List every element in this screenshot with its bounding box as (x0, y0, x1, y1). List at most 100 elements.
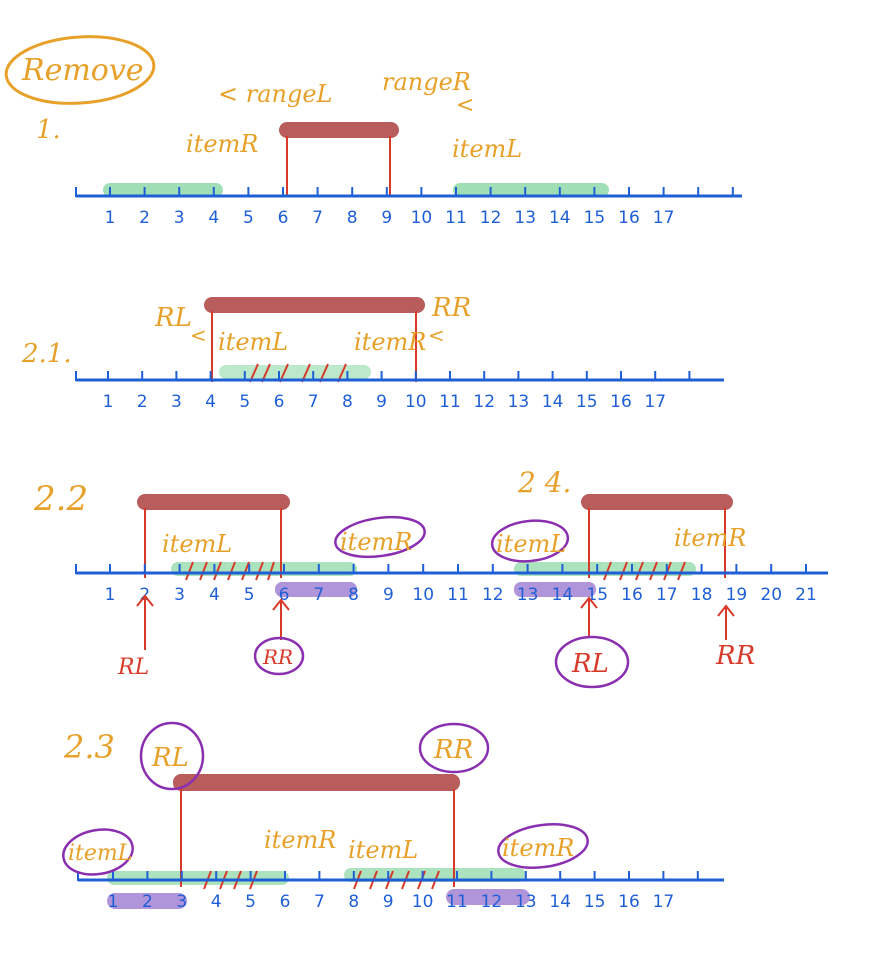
tick-label: 12 (473, 392, 495, 412)
tick-label: 10 (412, 892, 434, 912)
tick-label: 11 (445, 208, 467, 228)
tick-label: 13 (515, 892, 537, 912)
label-itemL-left: itemL (162, 530, 232, 558)
tick-label: 9 (383, 892, 394, 912)
circle-RL-right (554, 635, 630, 689)
tick-label: 7 (308, 392, 319, 412)
title-group: Remove (4, 35, 156, 105)
label-rangeR: rangeR (382, 68, 471, 96)
arrowhead-RL-right (580, 596, 598, 609)
range-bar-right (581, 494, 733, 510)
label-itemL-right: itemL (496, 530, 566, 558)
tick-label: 6 (280, 892, 291, 912)
panel-2-4-label: 2 4. (517, 466, 571, 499)
tick-label: 5 (239, 392, 250, 412)
label-RR: RR (431, 293, 471, 323)
tick-label: 2 (137, 392, 148, 412)
circle-itemL-right (490, 519, 570, 563)
tick-label: 3 (174, 208, 185, 228)
tick-label: 11 (439, 392, 461, 412)
tick-label: 2 (139, 208, 150, 228)
label-RL-left: RL (117, 655, 149, 680)
number-line-1 (75, 187, 742, 198)
label-itemR-left: itemR (340, 528, 412, 556)
tick-label: 6 (279, 585, 290, 605)
panel-1-label: 1. (36, 115, 61, 145)
label-lt-right: < (428, 323, 445, 347)
tick-label: 19 (726, 585, 748, 605)
range-bar-left (137, 494, 290, 510)
range-bar (279, 122, 399, 138)
item-bar-purple-right (514, 582, 596, 597)
tick-label: 8 (348, 892, 359, 912)
tick-label: 16 (621, 585, 643, 605)
tick-label: 17 (653, 892, 675, 912)
number-line-2 (75, 371, 724, 382)
label-RL: RL (154, 303, 192, 333)
label-itemL: itemL (218, 328, 288, 356)
label-itemL: itemL (452, 135, 522, 163)
label-RR-left: RR (262, 645, 293, 669)
panel-2-2-label: 2.2 (33, 479, 88, 519)
arrowhead-RL-left (136, 594, 154, 607)
label-rangeL: < rangeL (218, 80, 332, 108)
tick-label: 6 (278, 208, 289, 228)
tick-label: 3 (171, 392, 182, 412)
tick-label: 14 (542, 392, 564, 412)
tick-label: 16 (618, 892, 640, 912)
circle-RL (139, 721, 205, 791)
tick-label: 15 (584, 208, 606, 228)
tick-label: 12 (481, 892, 503, 912)
title-circle (4, 35, 156, 105)
tick-label: 17 (653, 208, 675, 228)
tick-label: 8 (348, 585, 359, 605)
circle-itemR-left (334, 515, 426, 559)
tick-label: 9 (381, 208, 392, 228)
circle-RR (418, 722, 490, 774)
tick-label: 16 (618, 208, 640, 228)
tick-label: 4 (209, 585, 220, 605)
tick-label: 14 (549, 892, 571, 912)
tick-label: 5 (244, 585, 255, 605)
range-bar (204, 297, 425, 313)
tick-label: 3 (176, 892, 187, 912)
tick-label: 10 (412, 585, 434, 605)
tick-label: 14 (552, 585, 574, 605)
tick-label: 13 (508, 392, 530, 412)
label-lt-left: < (190, 323, 207, 347)
label-lt: < (456, 93, 474, 118)
arrowhead-RR-right (717, 604, 735, 617)
tick-label: 7 (312, 208, 323, 228)
circle-itemR-right (497, 823, 589, 869)
tick-label: 3 (174, 585, 185, 605)
tick-label: 12 (482, 585, 504, 605)
tick-label: 14 (549, 208, 571, 228)
label-itemL-right: itemL (348, 836, 418, 864)
tick-label: 11 (446, 892, 468, 912)
label-RR-right: RR (715, 641, 755, 671)
tick-label: 10 (405, 392, 427, 412)
circle-itemL-left (62, 828, 134, 876)
item-bar-green-left (107, 871, 289, 885)
number-line-4 (77, 871, 724, 882)
tick-label: 1 (108, 892, 119, 912)
tick-label: 18 (691, 585, 713, 605)
tick-label: 5 (245, 892, 256, 912)
tick-label: 16 (610, 392, 632, 412)
hatch-marks-left (185, 561, 275, 581)
tick-label: 1 (105, 208, 116, 228)
tick-label: 4 (205, 392, 216, 412)
label-itemR: itemR (186, 130, 258, 158)
tick-label: 13 (517, 585, 539, 605)
tick-label: 13 (514, 208, 536, 228)
tick-label: 9 (383, 585, 394, 605)
tick-label: 2 (142, 892, 153, 912)
